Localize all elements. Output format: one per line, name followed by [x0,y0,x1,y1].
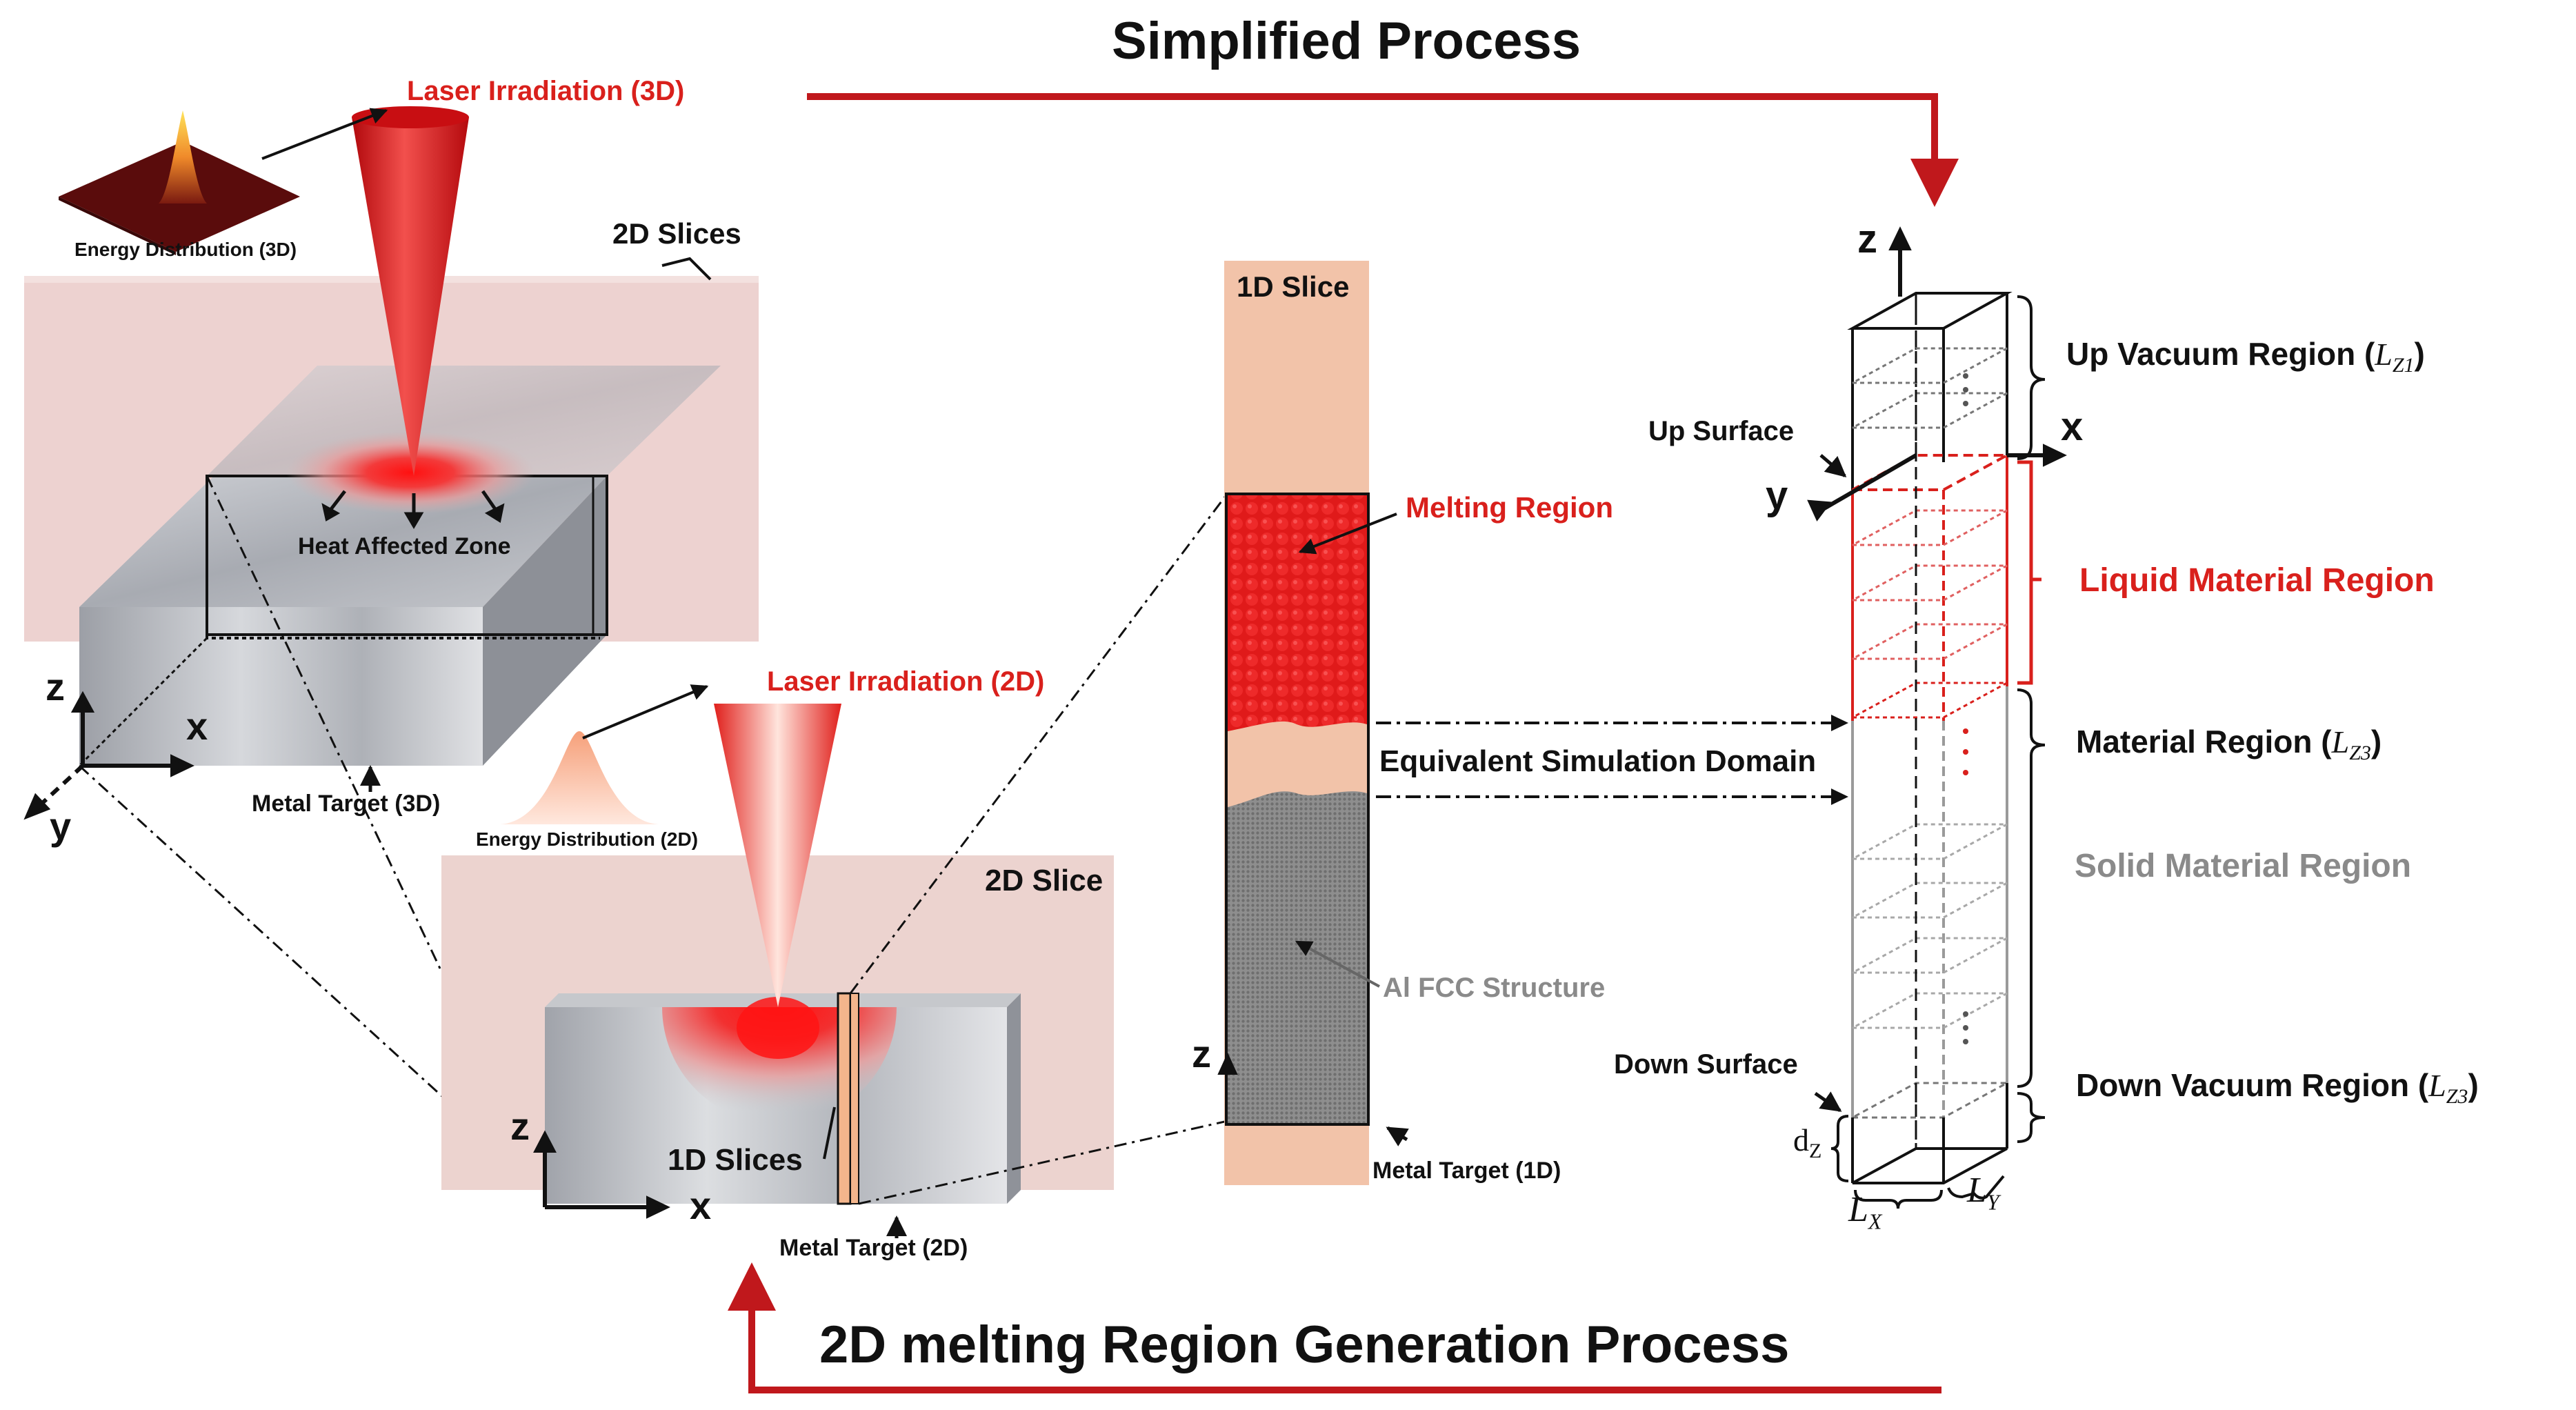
material-symbol: L [2331,724,2350,759]
down-vacuum-label: Down Vacuum Region (LZ3) [2076,1069,2479,1107]
slice-1d-band-b [850,993,859,1204]
target-1d-label: Metal Target (1D) [1372,1158,1561,1184]
simplified-process-arrow [807,93,1938,162]
material-region-label: Material Region (LZ3) [2076,726,2382,764]
laser-cone-3d [352,117,469,476]
target-3d-label: Metal Target (3D) [252,791,441,817]
generation-process-arrow [748,1307,1941,1393]
up-vacuum-subscript: Z1 [2392,354,2415,377]
domain-axis-x: x [2061,404,2084,449]
simplified-arrowhead [1910,159,1959,207]
slice-2d-label: 2D Slice [985,864,1104,897]
down-vacuum-subscript: Z3 [2446,1085,2468,1109]
laser-2d-label: Laser Irradiation (2D) [767,666,1045,697]
domain-axis-y: y [1766,473,1788,518]
solid-region-label: Solid Material Region [2075,848,2412,884]
heat-arrows [321,490,505,529]
up-vacuum-paren: ) [2414,336,2425,372]
connector-2d-1d-b [858,1120,1228,1205]
down-surface-label: Down Surface [1614,1049,1798,1080]
slice-band [592,475,608,636]
energy-3d-peak [159,110,207,203]
up-vacuum-label: Up Vacuum Region (LZ1) [2066,338,2425,376]
dz-label: dZ [1793,1124,1821,1162]
material-text: Material Region ( [2076,724,2332,759]
solid-region [1228,791,1367,1123]
metal-block-front [79,607,483,766]
ellipsis-dots [1963,373,1968,1044]
down-vacuum-paren: ) [2468,1067,2479,1103]
equivalent-domain-label: Equivalent Simulation Domain [1379,744,1817,778]
axis-1d-z: z [1192,1032,1211,1075]
ly-symbol: L [1967,1171,1987,1210]
down-surface-pointer [1814,1091,1842,1113]
energy-3d-label: Energy Distribution (3D) [74,239,297,260]
fcc-structure-label: Al FCC Structure [1383,973,1606,1003]
material-subscript: Z3 [2349,742,2371,765]
domain-column [1847,292,2013,1184]
lx-subscript: X [1868,1209,1882,1234]
slice-1d-frame [1225,493,1370,1126]
down-vacuum-symbol: L [2428,1068,2446,1103]
axis-3d-y: y [50,804,72,848]
slices-2d-label: 2D Slices [612,217,741,250]
liquid-region-label: Liquid Material Region [2079,562,2435,599]
target-2d-label: Metal Target (2D) [779,1235,968,1261]
energy-2d-label: Energy Distribution (2D) [476,828,699,850]
axis-3d-z: z [46,665,65,708]
dz-subscript: Z [1809,1140,1822,1163]
melt-interface [1228,721,1367,731]
up-surface-label: Up Surface [1648,416,1795,446]
energy-3d-base-shade [59,197,176,255]
axis-2d-x: x [690,1184,712,1227]
domain-axes [1807,226,2067,522]
ly-label: LY [1967,1173,1999,1213]
slices-pointer [661,257,712,281]
axis-1d [1217,1052,1238,1075]
slices-1d-label: 1D Slices [668,1143,803,1177]
simplified-process-title: Simplified Process [1112,12,1581,70]
slices1d-pointer [823,1106,836,1160]
generation-arrowhead [728,1262,776,1311]
metal-2d-side [1007,993,1021,1204]
axis-2d-z: z [510,1104,530,1148]
melting-region-label: Melting Region [1406,491,1613,524]
up-surface-pointer [1819,454,1847,477]
up-vacuum-text: Up Vacuum Region ( [2066,336,2375,372]
energy-2d-gaussian [500,731,659,824]
metal-top-solid [79,476,607,607]
axes-3d [23,691,194,820]
domain-axis-z: z [1857,217,1877,261]
target1d-pointer [1386,1126,1409,1146]
melting-region [1228,495,1367,731]
dz-symbol: d [1793,1122,1809,1158]
lx-symbol: L [1848,1190,1868,1229]
energy-3d-pointer [261,108,388,160]
generation-process-title: 2D melting Region Generation Process [819,1315,1790,1374]
heat-affected-glow [286,431,535,514]
laser-3d-label: Laser Irradiation (3D) [407,76,685,106]
up-vacuum-symbol: L [2375,337,2393,372]
melt-core-2d [737,997,819,1059]
axes-2d [533,1130,670,1219]
axis-3d-x: x [186,704,208,748]
material-paren: ) [2370,724,2382,759]
ly-subscript: Y [1986,1189,1999,1215]
lx-label: LX [1848,1190,1882,1234]
fcc-pointer [1295,940,1380,988]
slice-1d-label: 1D Slice [1237,270,1350,303]
region-braces [1830,295,2046,1209]
haz-label: Heat Affected Zone [298,533,511,559]
down-vacuum-text: Down Vacuum Region ( [2076,1067,2429,1103]
laser-cone-2d [714,704,841,1007]
energy-2d-pointer [582,684,709,739]
metal-block-side [483,476,607,766]
slice-1d-band [837,992,852,1205]
melting-pointer [1298,513,1397,555]
